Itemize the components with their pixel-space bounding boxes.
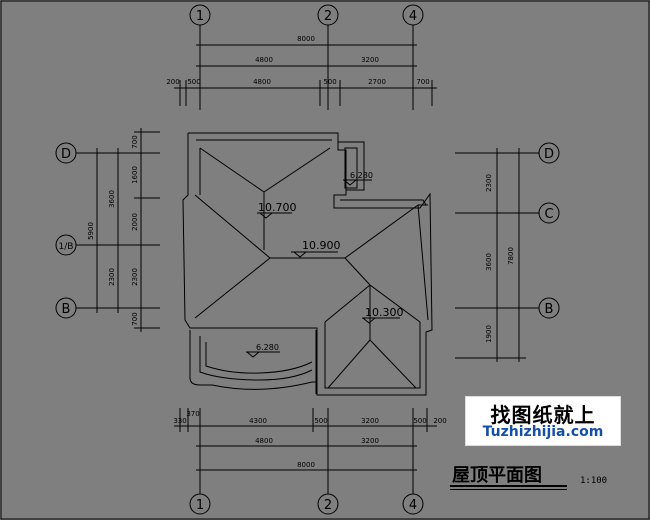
dim-top-4800: 4800: [255, 56, 273, 64]
axis-right-B: B: [455, 297, 560, 319]
dim-top-500b: 500: [323, 78, 336, 86]
axis-bottom-4: 4: [402, 472, 424, 515]
dims-right: [455, 148, 526, 362]
dim-left-2000: 2000: [131, 213, 139, 231]
axis-top-1-label: 1: [196, 9, 204, 24]
dims-left: [96, 128, 160, 332]
dim-left-2300a: 2300: [108, 268, 116, 286]
axis-top-4-label: 4: [409, 9, 417, 24]
dim-right-2300: 2300: [485, 174, 493, 192]
dim-left-700a: 700: [131, 135, 139, 148]
dim-top-3200: 3200: [361, 56, 379, 64]
svg-text:B: B: [545, 302, 554, 317]
dim-top-200: 200: [166, 78, 179, 86]
svg-text:4: 4: [409, 498, 417, 513]
elevation-markers: [246, 179, 400, 358]
svg-text:2: 2: [324, 498, 332, 513]
dim-bottom-200: 200: [433, 417, 446, 425]
dim-bottom-370: 370: [186, 410, 199, 418]
dim-top-700: 700: [416, 78, 429, 86]
svg-text:1: 1: [196, 498, 204, 513]
dim-left-5900: 5900: [87, 222, 95, 240]
svg-text:D: D: [544, 147, 554, 162]
axis-right-C: C: [455, 202, 560, 224]
dim-bottom-3200a: 3200: [361, 417, 379, 425]
dim-right-1900: 1900: [485, 325, 493, 343]
dim-right-7800: 7800: [507, 247, 515, 265]
svg-text:C: C: [544, 207, 553, 222]
dims-top: [174, 44, 437, 106]
roof-outline: [182, 132, 433, 396]
axis-top-2: 2: [317, 4, 339, 110]
axis-bottom-1: 1: [189, 472, 211, 515]
dim-left-3600: 3600: [108, 190, 116, 208]
drawing-title: 屋顶平面图: [452, 465, 542, 486]
svg-text:D: D: [61, 147, 71, 162]
dim-right-3600: 3600: [485, 253, 493, 271]
dim-top-2700: 2700: [368, 78, 386, 86]
watermark-url: Tuzhizhijia.com: [482, 424, 604, 440]
dim-left-1600: 1600: [131, 166, 139, 184]
dim-bottom-total: 8000: [297, 461, 315, 469]
svg-text:1/B: 1/B: [59, 242, 74, 252]
title-underline-thick: [450, 485, 567, 487]
dim-left-2300b: 2300: [131, 268, 139, 286]
dim-left-700b: 700: [131, 312, 139, 325]
dim-bottom-3200b: 3200: [361, 437, 379, 445]
svg-text:B: B: [62, 302, 71, 317]
dim-top-4800b: 4800: [253, 78, 271, 86]
title-underline-thin: [450, 489, 567, 490]
watermark-logo: 找图纸就上 Tuzhizhijia.com: [465, 396, 621, 446]
elevation-10700: 10.700: [258, 201, 297, 214]
dim-bottom-4300: 4300: [249, 417, 267, 425]
dim-bottom-330: 330: [173, 417, 186, 425]
dim-bottom-4800: 4800: [255, 437, 273, 445]
elevation-10300: 10.300: [365, 306, 404, 319]
elevation-10900: 10.900: [302, 239, 341, 252]
dim-top-500a: 500: [187, 78, 200, 86]
axis-right-D: D: [455, 142, 560, 164]
elevation-6280-top: 6.280: [350, 171, 373, 180]
drawing-scale: 1:100: [580, 476, 608, 486]
dim-top-total: 8000: [297, 35, 315, 43]
elevation-6280-bottom: 6.280: [256, 343, 279, 352]
dims-bottom: [174, 408, 437, 472]
dim-bottom-500b: 500: [413, 417, 426, 425]
axis-bottom-2: 2: [317, 472, 339, 515]
dim-bottom-500a: 500: [314, 417, 327, 425]
axis-top-2-label: 2: [324, 9, 332, 24]
watermark-cn-text: 找图纸就上: [490, 403, 596, 427]
